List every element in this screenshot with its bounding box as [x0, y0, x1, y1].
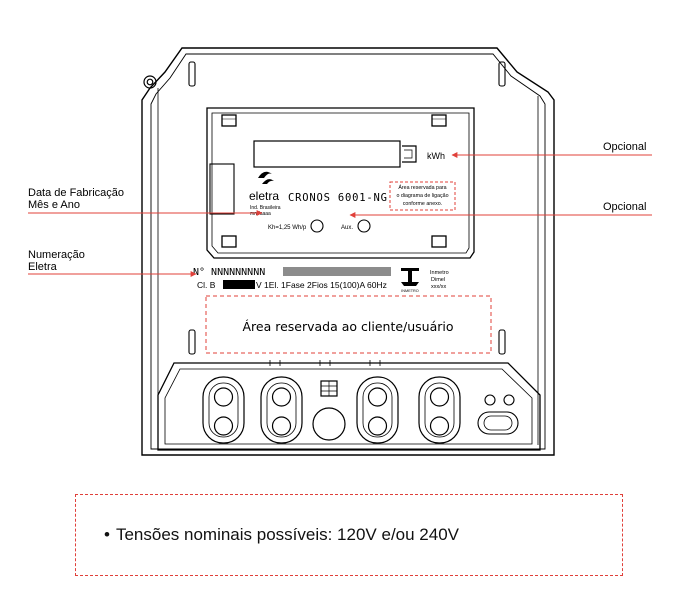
callout-numbering-line1: Numeração	[28, 249, 85, 261]
voltage-notice-text: Tensões nominais possíveis: 120V e/ou 24…	[115, 525, 459, 544]
left-slot	[209, 163, 235, 215]
aux-led-icon	[357, 219, 371, 233]
aux-label: Aux.	[341, 225, 353, 231]
center-terminal	[312, 380, 346, 441]
unit-label: kWh	[427, 151, 445, 161]
voltage-notice: • Tensões nominais possíveis: 120V e/ou 2…	[104, 525, 459, 545]
bullet-icon: •	[104, 525, 110, 544]
spec-line: V 1El. 1Fase 2Fios 15(100)A 60Hz	[256, 280, 387, 290]
aux-terminal	[477, 394, 519, 435]
display-window	[206, 107, 475, 259]
wiring-reserved-line1: Área reservada para	[398, 184, 446, 191]
callout-lines	[28, 152, 652, 277]
callout-optional-aux: Opcional	[603, 201, 647, 213]
terminal-block	[157, 360, 541, 451]
inmetro-line3: xxx/xx	[431, 284, 447, 290]
serial-number: N° NNNNNNNNN	[193, 267, 265, 278]
inmetro-caption: INMETRO	[401, 289, 419, 293]
inmetro-line2: Dimel	[431, 277, 445, 283]
terminal-slot	[202, 376, 245, 444]
callout-manufacture-date-line1: Data de Fabricação	[28, 187, 124, 199]
terminal-slot	[356, 376, 399, 444]
model-name: CRONOS 6001-NG	[288, 192, 388, 204]
hanging-hole	[143, 75, 157, 89]
kh-label: Kh=1,25 Wh/p	[268, 225, 307, 231]
wiring-reserved-box	[389, 181, 456, 211]
origin-label: Ind. Brasileira	[250, 205, 281, 211]
terminal-slot	[260, 376, 303, 444]
brand-name: eletra	[249, 189, 279, 203]
origin-date: mm/aaaa	[250, 211, 271, 217]
wiring-reserved-line2: o diagrama de ligação	[396, 193, 448, 199]
barcode	[283, 267, 391, 276]
terminal-slot	[418, 376, 461, 444]
callout-optional-unit: Opcional	[603, 141, 647, 153]
inmetro-line1: Inmetro	[430, 270, 449, 276]
callout-numbering-line2: Eletra	[28, 261, 57, 273]
pulse-led-icon	[310, 219, 324, 233]
lcd-display	[253, 140, 417, 168]
side-slots	[188, 61, 506, 355]
voltage-notice-box: • Tensões nominais possíveis: 120V e/ou 2…	[75, 494, 623, 576]
spec-class: Cl. B	[197, 280, 216, 290]
client-reserved-label: Área reservada ao cliente/usuário	[242, 319, 453, 334]
wiring-reserved-line3: conforme anexo.	[403, 201, 442, 207]
inmetro-logo-icon	[401, 268, 419, 286]
client-reserved-box	[205, 295, 492, 354]
callout-manufacture-date-line2: Mês e Ano	[28, 199, 80, 211]
voltage-redacted	[223, 280, 255, 289]
eletra-logo-icon	[258, 171, 274, 184]
